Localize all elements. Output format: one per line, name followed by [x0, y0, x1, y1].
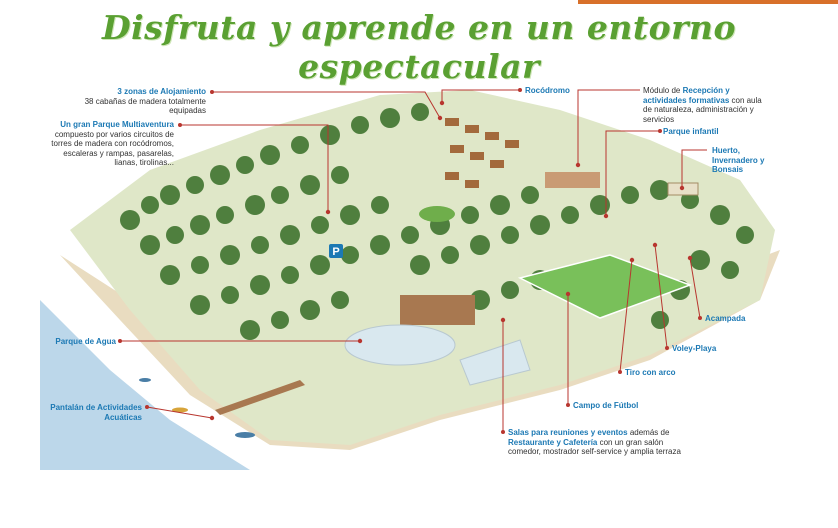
label-multiaventura-title: Un gran Parque Multiaventura	[60, 120, 174, 129]
label-tiro-title: Tiro con arco	[625, 368, 676, 377]
label-alojamiento-title: 3 zonas de Alojamiento	[117, 87, 206, 96]
leader-dots	[118, 88, 702, 434]
label-recepcion-title: Recepción y actividades formativas	[643, 86, 730, 105]
label-recepcion-pre: Módulo de	[643, 86, 683, 95]
label-parque-infantil: Parque infantil	[663, 127, 719, 137]
label-multiaventura: Un gran Parque Multiaventura compuesto p…	[50, 120, 174, 168]
label-salas-title2: Restaurante y Cafetería	[508, 437, 598, 447]
label-futbol: Campo de Fútbol	[573, 401, 638, 411]
label-huerto-title: Huerto, Invernadero y Bonsais	[712, 146, 765, 174]
water-park	[344, 324, 456, 366]
parking-icon	[329, 244, 343, 258]
label-acampada-title: Acampada	[705, 314, 746, 323]
leader-acampada	[689, 257, 701, 319]
leader-rocodromo	[441, 89, 520, 103]
boat	[139, 378, 151, 382]
label-recepcion-desc: con aula de naturaleza, administración y…	[643, 95, 762, 124]
label-futbol-title: Campo de Fútbol	[573, 401, 639, 410]
label-rocodromo: Rocódromo	[525, 86, 570, 96]
label-pantalan-title: Pantalán de Actividades Acuáticas	[50, 403, 142, 422]
parking-icon-label: P	[332, 246, 339, 258]
leader-alojamiento	[212, 91, 441, 119]
label-salas-title: Salas para reuniones y eventos	[508, 428, 628, 437]
label-parque-agua-title: Parque de Agua	[55, 337, 116, 346]
label-pantalan: Pantalán de Actividades Acuáticas	[50, 403, 142, 422]
label-rocodromo-title: Rocódromo	[525, 86, 570, 95]
label-recepcion: Módulo de Recepción y actividades format…	[643, 86, 763, 124]
page-title: Disfruta y aprende en un entorno especta…	[101, 8, 737, 86]
label-salas-mid: además de	[627, 428, 670, 437]
football-field	[517, 254, 693, 319]
leader-multiaventura	[180, 124, 329, 212]
label-huerto: Huerto, Invernadero y Bonsais	[712, 146, 774, 175]
restaurant-building	[400, 295, 475, 325]
pool	[459, 339, 531, 386]
label-voley: Voley-Playa	[672, 344, 716, 354]
label-alojamiento: 3 zonas de Alojamiento 38 cabañas de mad…	[80, 87, 206, 116]
leader-tiro	[619, 259, 633, 373]
label-alojamiento-desc: 38 cabañas de madera totalmente equipada…	[84, 96, 206, 116]
boat	[235, 432, 255, 438]
label-multiaventura-desc: compuesto por varios circuitos de torres…	[51, 129, 174, 168]
label-salas: Salas para reuniones y eventos además de…	[508, 428, 688, 457]
leader-pantalan	[146, 406, 213, 419]
top-accent-bar	[578, 0, 838, 4]
lawn	[419, 206, 455, 222]
boat	[172, 407, 188, 413]
label-salas-desc: con un gran salón comedor, mostrador sel…	[508, 437, 681, 457]
label-parque-infantil-title: Parque infantil	[663, 127, 719, 136]
leader-huerto	[681, 149, 707, 188]
water	[40, 300, 250, 470]
leader-lines	[120, 89, 707, 432]
label-acampada: Acampada	[705, 314, 745, 324]
leader-voley	[654, 244, 668, 349]
label-parque-agua: Parque de Agua	[30, 337, 116, 347]
leader-parque-infantil	[605, 130, 660, 216]
reception-building	[545, 172, 600, 188]
cabins	[445, 118, 519, 188]
pier	[215, 380, 305, 415]
label-tiro: Tiro con arco	[625, 368, 676, 378]
label-voley-title: Voley-Playa	[672, 344, 717, 353]
leader-recepcion	[577, 89, 640, 165]
